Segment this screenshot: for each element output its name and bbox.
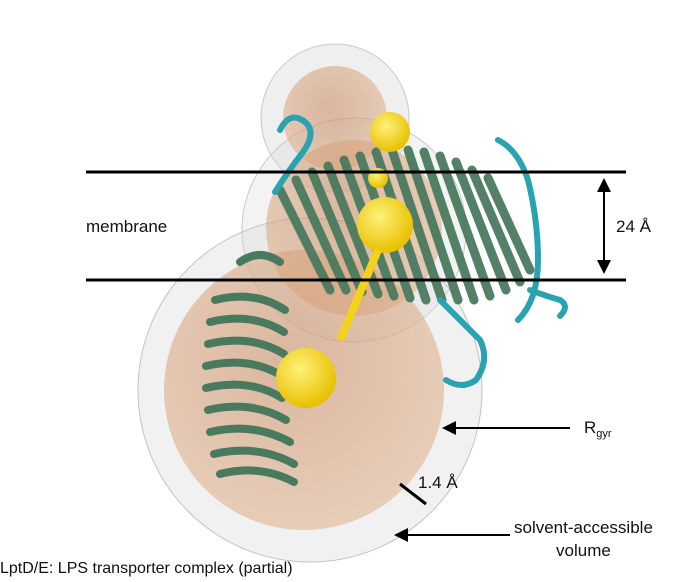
sav-label-line1: solvent-accessible (514, 516, 653, 539)
double-vertical-arrow-icon (597, 178, 611, 274)
sav-label-line2: volume (514, 539, 653, 562)
probe-radius-label: 1.4 Å (418, 473, 458, 493)
membrane-label: membrane (86, 217, 167, 237)
figure-caption: LptD/E: LPS transporter complex (partial… (0, 560, 293, 578)
rgyr-label-sub: gyr (596, 428, 611, 440)
rgyr-label-main: R (584, 418, 596, 437)
membrane-thickness-label: 24 Å (616, 217, 651, 237)
left-arrow-icon (394, 528, 510, 542)
rgyr-label: Rgyr (584, 418, 612, 440)
sav-label: solvent-accessible volume (514, 516, 653, 562)
